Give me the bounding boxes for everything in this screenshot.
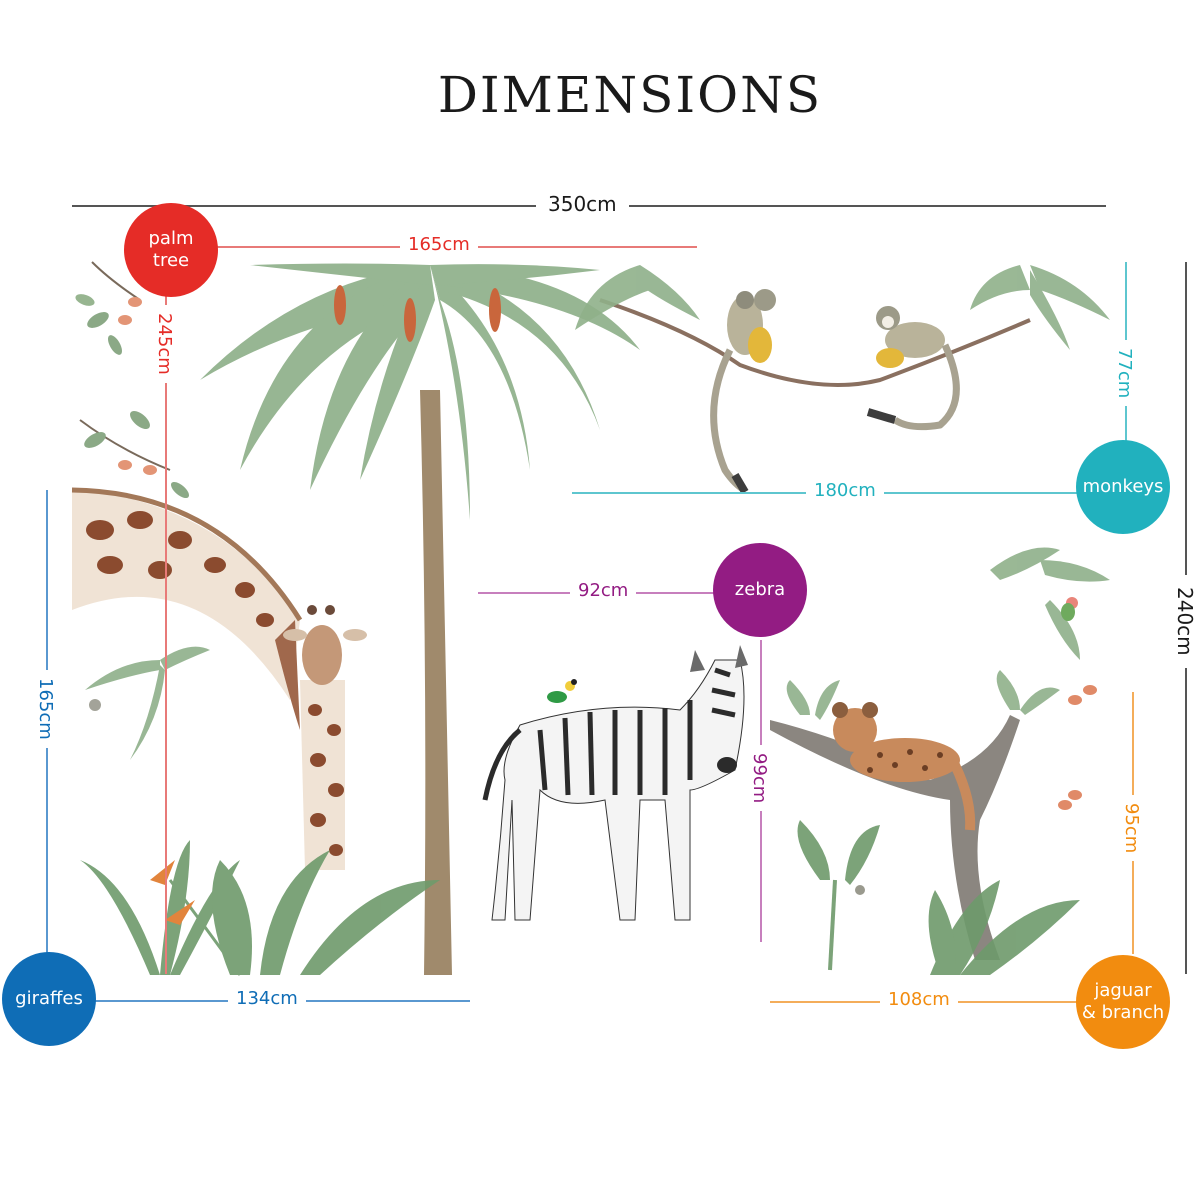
hanging-plant-icon [85, 646, 210, 760]
jaguar-branch-icon [770, 547, 1110, 975]
zebra-badge: zebra [713, 543, 807, 637]
overall-width-label: 350cm [536, 192, 629, 216]
page-title: DIMENSIONS [437, 66, 823, 124]
giraffes-icon [71, 487, 367, 870]
plants-left-icon [80, 840, 440, 976]
palm-tree-badge-line1: palm [148, 228, 194, 249]
giraffes-badge: giraffes [2, 952, 96, 1046]
zebra-badge-label: zebra [734, 579, 786, 600]
jaguar-badge-line2: & branch [1081, 1002, 1165, 1023]
zebra-width-label: 92cm [570, 580, 637, 601]
zebra-height-label: 99cm [749, 745, 770, 812]
palm-tree-height-line [165, 290, 167, 974]
jaguar-badge-line1: jaguar [1094, 980, 1152, 1001]
monkeys-width-label: 180cm [806, 480, 884, 501]
monkeys-vine-icon [575, 265, 1110, 495]
palm-tree-width-label: 165cm [400, 234, 478, 255]
branch-leaves-left-icon [79, 411, 190, 499]
giraffes-badge-label: giraffes [15, 988, 83, 1009]
monkeys-badge-label: monkeys [1082, 476, 1164, 497]
overall-height-label: 240cm [1173, 575, 1197, 668]
monkeys-height-label: 77cm [1114, 340, 1135, 407]
monkeys-badge: monkeys [1076, 440, 1170, 534]
giraffes-height-label: 165cm [35, 670, 56, 748]
bird-of-paradise-icon [150, 860, 195, 925]
palm-tree-badge-line2: tree [152, 250, 190, 271]
jaguar-height-label: 95cm [1121, 795, 1142, 862]
zebra-icon [482, 645, 748, 921]
giraffes-width-label: 134cm [228, 988, 306, 1009]
jaguar-badge: jaguar& branch [1076, 955, 1170, 1049]
jaguar-width-label: 108cm [880, 989, 958, 1010]
palm-tree-height-label: 245cm [154, 305, 175, 383]
palm-tree-icon [200, 263, 640, 975]
branch-leaves-top-left-icon [75, 261, 142, 355]
